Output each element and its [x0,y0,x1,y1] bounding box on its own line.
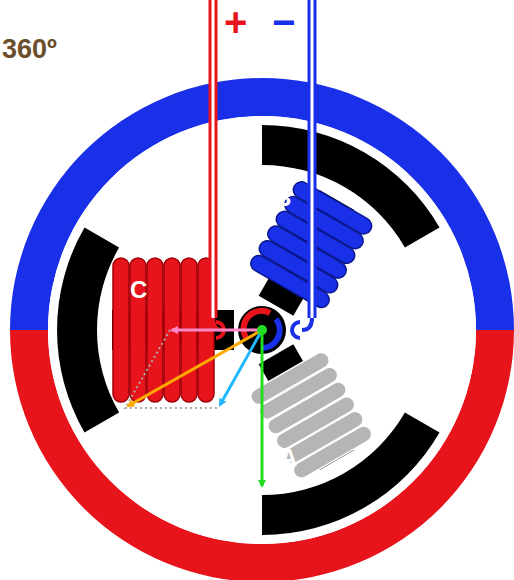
coil-label: A [280,446,297,470]
coil-winding [147,258,163,402]
coil-winding [290,179,374,237]
coil-label: C [130,278,147,302]
negative-wire [308,0,317,318]
field-vector [172,329,262,332]
negative-brush [292,318,312,338]
field-vector [261,330,264,486]
coil-winding [113,258,129,402]
pole-a [187,303,453,559]
resultant-vector [128,330,262,406]
coil-label: B [274,186,291,210]
polarity-sign: − [272,2,295,42]
positive-wire [209,0,218,318]
stator-bore [48,116,476,544]
construction-line [125,330,218,408]
field-vector [220,330,262,405]
coil-winding [290,423,374,481]
angle-label: 360º [2,36,57,63]
pole-b [187,101,453,357]
rotor-axis [257,325,267,335]
polarity-sign: + [224,2,247,42]
positive-brush [213,318,224,338]
